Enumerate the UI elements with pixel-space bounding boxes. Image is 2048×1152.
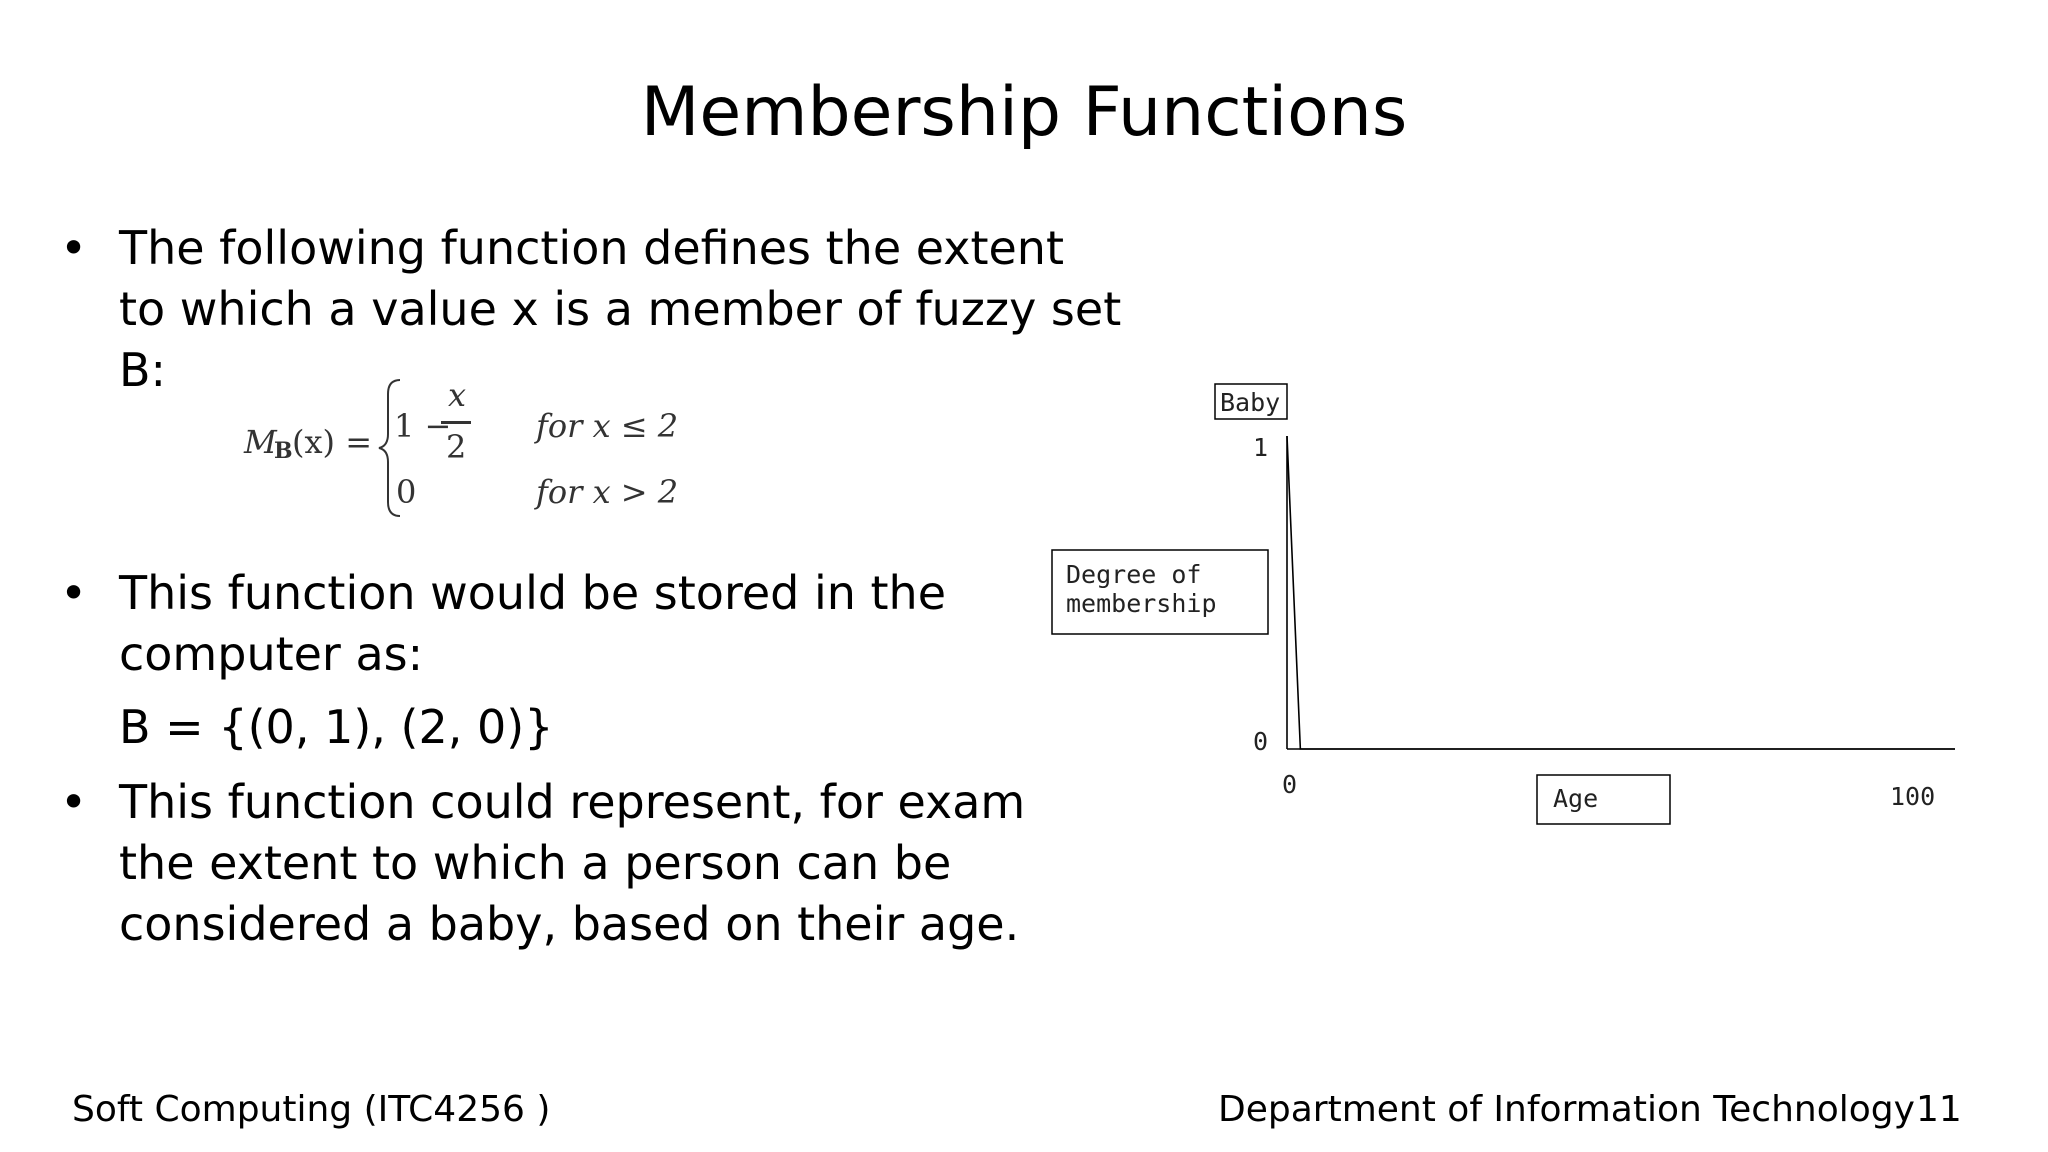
bullet-line: B: [119, 343, 167, 397]
x-axis-label-box [1536, 774, 1671, 825]
bullet-line: This function would be stored in the [119, 566, 947, 620]
series-label: Baby [1220, 388, 1280, 417]
bullet-line: to which a value x is a member of fuzzy … [119, 282, 1122, 336]
bullet-point: • [60, 566, 88, 620]
footer-course: Soft Computing (ITC4256 ) [72, 1089, 551, 1130]
left-brace-icon [378, 379, 401, 517]
bullet-line: computer as: [119, 627, 424, 681]
x-tick-label: 100 [1890, 782, 1935, 811]
bullet-point: • [60, 775, 88, 829]
bullet-line: considered a baby, based on their age. [119, 897, 1020, 951]
formula-lhs: M [244, 423, 277, 461]
case1-prefix: 1 − [394, 407, 452, 445]
membership-formula: M B (x) = 1 − x 2 for x ≤ 2 0 for x > 2 [238, 370, 678, 520]
case1-numerator: x [448, 376, 467, 414]
formula-lhs-argument: (x) = [292, 423, 372, 461]
bullet-line: The following function defines the exten… [119, 221, 1064, 275]
footer-page-number: 11 [1916, 1089, 1962, 1130]
formula-lhs-subscript: B [274, 438, 293, 464]
case1-condition: for x ≤ 2 [536, 407, 679, 445]
case2-condition: for x > 2 [536, 473, 679, 511]
case1-denominator: 2 [446, 428, 467, 466]
slide-title: Membership Functions [640, 73, 1408, 152]
y-axis-label-line: Degree of [1066, 560, 1201, 589]
x-tick-label: 0 [1282, 770, 1297, 799]
y-axis-label-box [1051, 549, 1269, 635]
bullet-point: • [60, 221, 88, 275]
y-tick-label: 0 [1253, 727, 1268, 756]
stored-set: B = {(0, 1), (2, 0)} [119, 700, 554, 754]
series-label-box [1214, 383, 1288, 420]
x-axis-label: Age [1553, 784, 1598, 813]
case2-value: 0 [396, 473, 417, 511]
fraction-bar [441, 421, 471, 424]
series-line [1286, 435, 1955, 750]
y-tick-label: 1 [1253, 433, 1268, 462]
y-axis-label-line: membership [1066, 589, 1217, 618]
footer-department: Department of Information Technology [1218, 1089, 1915, 1130]
bullet-line: the extent to which a person can be [119, 836, 952, 890]
bullet-line: This function could represent, for exam [119, 775, 1026, 829]
